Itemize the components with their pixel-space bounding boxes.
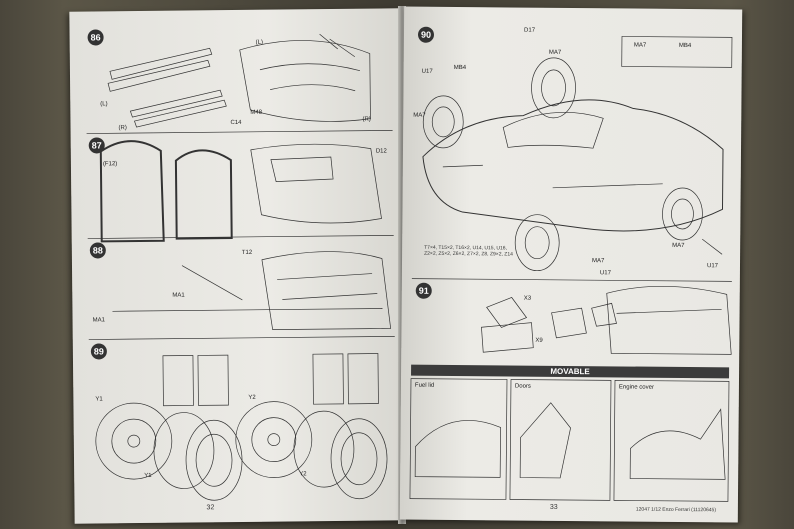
part-label: (R): [362, 116, 371, 123]
part-label: MA7: [413, 112, 426, 119]
part-label: D17: [524, 27, 536, 34]
part-label: (F12): [102, 161, 118, 168]
part-label: T12: [241, 249, 253, 256]
part-label: MA7: [592, 258, 605, 265]
step-91-badge: 91: [415, 282, 432, 299]
movable-section-label: Fuel lid: [414, 382, 435, 389]
part-label: (L): [100, 101, 108, 108]
page-footer: 12047 1/12 Enzo Ferrari (11120645): [635, 506, 717, 514]
left-page-line-art: [86, 33, 395, 501]
step-89-badge: 89: [90, 343, 107, 360]
manual-left-page: 86 87 88 89 (L) (R) C14 (L) M48 (R) (F12…: [69, 8, 405, 524]
movable-section-label: Doors: [514, 383, 531, 390]
step-90-badge: 90: [417, 26, 435, 43]
part-label: MB4: [678, 42, 692, 50]
right-page-line-art: [409, 36, 733, 502]
part-label: Y1: [144, 472, 152, 479]
part-label: U17: [421, 68, 433, 75]
part-label: MA7: [548, 49, 562, 56]
parts-list: T7×4, T15×2, T16×2, U14, U15, U16, Z2×2,…: [424, 244, 513, 258]
step-87-badge: 87: [88, 137, 105, 154]
part-label: X9: [535, 337, 543, 344]
part-label: MA7: [672, 242, 685, 249]
part-label: Y1: [95, 396, 103, 403]
part-label: MB4: [453, 64, 467, 72]
step-86-badge: 86: [87, 29, 104, 46]
part-label: M48: [250, 109, 263, 116]
part-label: MA1: [172, 292, 185, 299]
part-label: (R): [118, 125, 127, 132]
part-label: X3: [523, 295, 532, 302]
part-label: MA1: [92, 317, 105, 324]
page-number: 32: [206, 504, 215, 512]
page-number: 33: [549, 503, 558, 511]
part-label: C14: [230, 119, 242, 127]
part-label: U17: [599, 270, 611, 277]
step-88-badge: 88: [89, 242, 106, 259]
movable-section-label: Engine cover: [618, 384, 654, 391]
part-label: Y2: [248, 394, 256, 401]
part-label: D12: [375, 148, 387, 155]
part-label: U17: [706, 263, 719, 270]
part-label: (L): [255, 39, 264, 46]
manual-right-page: 90 91 MA7 U17 MB4 D17 MA7 MA7 MB4 MA7 U1…: [399, 6, 743, 523]
part-label: Y2: [299, 471, 307, 478]
part-label: MA7: [633, 42, 647, 49]
